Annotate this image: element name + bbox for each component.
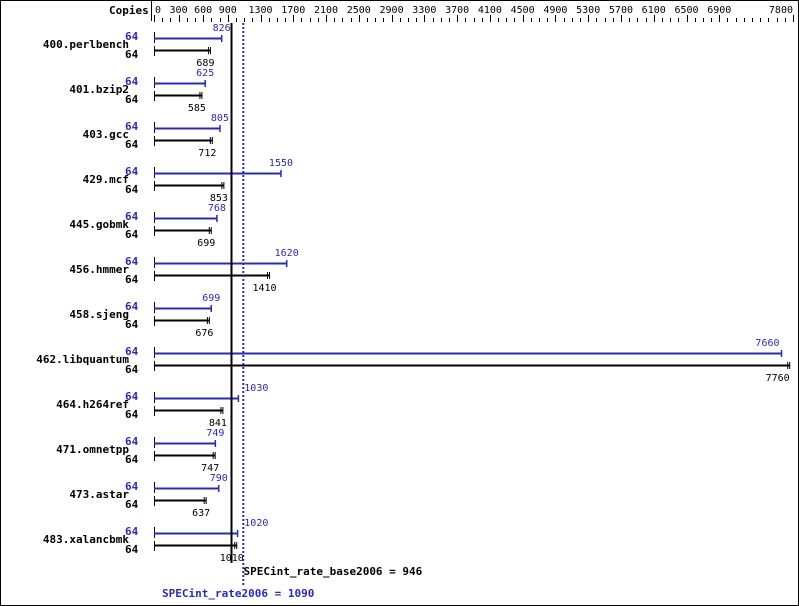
base-copies: 64 (125, 93, 139, 106)
base-value-label: 637 (192, 508, 210, 519)
tick-label: 4900 (543, 5, 567, 16)
peak-summary-label: SPECint_rate2006 = 1090 (162, 587, 314, 600)
tick-label: 4500 (511, 5, 535, 16)
peak-copies: 64 (125, 165, 139, 178)
benchmark-label: 445.gobmk (69, 218, 129, 231)
base-value-label: 7760 (766, 373, 790, 384)
peak-copies: 64 (125, 345, 139, 358)
base-value-label: 853 (210, 193, 228, 204)
base-copies: 64 (125, 363, 139, 376)
benchmark-label: 403.gcc (83, 128, 129, 141)
benchmark-label: 473.astar (69, 488, 129, 501)
base-summary-label: SPECint_rate_base2006 = 946 (243, 565, 422, 578)
peak-value-label: 790 (210, 473, 228, 484)
benchmark-label: 458.sjeng (69, 308, 129, 321)
base-value-label: 699 (197, 238, 215, 249)
benchmark-label: 429.mcf (83, 173, 129, 186)
tick-label: 300 (170, 5, 188, 16)
tick-label: 2500 (347, 5, 371, 16)
peak-copies: 64 (125, 210, 139, 223)
tick-label: 5700 (609, 5, 633, 16)
base-copies: 64 (125, 543, 139, 556)
tick-label: 1700 (281, 5, 305, 16)
peak-copies: 64 (125, 120, 139, 133)
base-copies: 64 (125, 228, 139, 241)
benchmark-label: 464.h264ref (56, 398, 129, 411)
base-copies: 64 (125, 498, 139, 511)
base-value-label: 689 (196, 58, 214, 69)
peak-copies: 64 (125, 30, 139, 43)
base-copies: 64 (125, 138, 139, 151)
peak-value-label: 805 (211, 113, 229, 124)
tick-label: 3300 (412, 5, 436, 16)
peak-value-label: 1020 (244, 518, 268, 529)
base-copies: 64 (125, 48, 139, 61)
tick-label: 5300 (576, 5, 600, 16)
peak-copies: 64 (125, 255, 139, 268)
tick-label: 2100 (314, 5, 338, 16)
tick-label: 7800 (769, 5, 793, 16)
tick-label: 4100 (478, 5, 502, 16)
base-copies: 64 (125, 273, 139, 286)
peak-value-label: 7660 (755, 338, 779, 349)
peak-value-label: 1620 (275, 248, 299, 259)
peak-copies: 64 (125, 480, 139, 493)
axis-label: Copies (109, 4, 149, 17)
benchmark-label: 456.hmmer (69, 263, 129, 276)
peak-value-label: 699 (202, 293, 220, 304)
benchmark-label: 462.libquantum (36, 353, 129, 366)
base-copies: 64 (125, 453, 139, 466)
base-value-label: 841 (209, 418, 227, 429)
base-value-label: 1410 (252, 283, 276, 294)
base-copies: 64 (125, 408, 139, 421)
peak-value-label: 1550 (269, 158, 293, 169)
peak-copies: 64 (125, 75, 139, 88)
tick-label: 0 (155, 5, 161, 16)
peak-value-label: 625 (196, 68, 214, 79)
tick-label: 6900 (707, 5, 731, 16)
peak-copies: 64 (125, 300, 139, 313)
base-value-label: 585 (188, 103, 206, 114)
tick-label: 900 (219, 5, 237, 16)
tick-label: 2900 (380, 5, 404, 16)
tick-label: 600 (194, 5, 212, 16)
peak-value-label: 1030 (244, 383, 268, 394)
benchmark-label: 483.xalancbmk (43, 533, 129, 546)
base-copies: 64 (125, 318, 139, 331)
benchmark-label: 400.perlbench (43, 38, 129, 51)
peak-value-label: 749 (206, 428, 224, 439)
peak-value-label: 768 (208, 203, 226, 214)
tick-label: 6500 (674, 5, 698, 16)
base-value-label: 676 (195, 328, 213, 339)
peak-copies: 64 (125, 390, 139, 403)
tick-label: 6100 (642, 5, 666, 16)
peak-copies: 64 (125, 435, 139, 448)
base-value-label: 712 (198, 148, 216, 159)
peak-copies: 64 (125, 525, 139, 538)
base-value-label: 747 (201, 463, 219, 474)
base-copies: 64 (125, 183, 139, 196)
tick-label: 1300 (248, 5, 272, 16)
peak-value-label: 826 (213, 23, 231, 34)
tick-label: 3700 (445, 5, 469, 16)
benchmark-label: 471.omnetpp (56, 443, 129, 456)
benchmark-label: 401.bzip2 (69, 83, 129, 96)
